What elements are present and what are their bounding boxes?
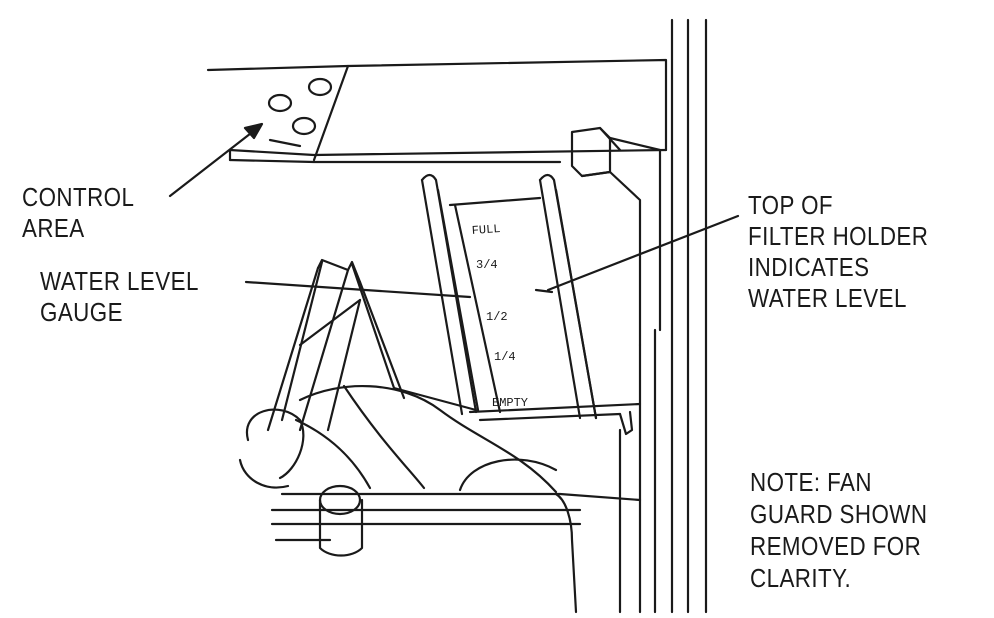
gauge-mark-empty: EMPTY [492,396,528,410]
gauge-mark-quarter: 1/4 [494,350,516,364]
filter-holder-leader [546,214,740,292]
fan-frame [266,258,478,432]
note-label: NOTE: FAN GUARD SHOWN REMOVED FOR CLARIT… [750,467,928,593]
control-knob [267,93,293,113]
control-area-arrowhead [243,122,264,140]
cabinet-wall [638,18,708,614]
leader-lines [168,122,740,299]
gauge-mark-half: 1/2 [486,310,508,324]
filter-holder-top [570,126,662,347]
water-level-gauge-label: WATER LEVEL GAUGE [40,266,199,327]
control-panel [206,58,668,164]
gauge-mark-three-quarter: 3/4 [476,258,498,272]
control-knob [307,77,333,97]
fan-housing [238,384,642,614]
gauge-leader [244,280,472,299]
gauge-marks: FULL 3/4 1/2 1/4 EMPTY [471,222,528,410]
control-area-leader [168,128,257,198]
water-level-gauge [420,173,642,436]
filter-holder-label: TOP OF FILTER HOLDER INDICATES WATER LEV… [748,190,929,313]
control-knob [291,116,317,136]
control-area-label: CONTROL AREA [22,182,135,243]
gauge-mark-full: FULL [471,222,501,238]
